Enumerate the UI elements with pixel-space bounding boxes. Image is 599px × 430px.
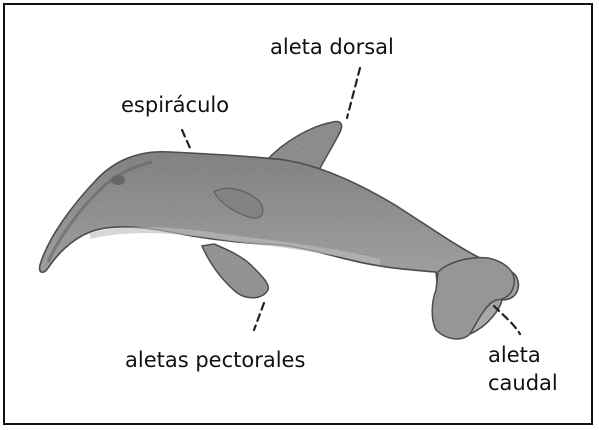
leader-line-espiraculo bbox=[182, 130, 190, 148]
leader-line-caudal bbox=[494, 306, 520, 334]
caudal-fin-shape bbox=[432, 258, 514, 339]
leader-line-dorsal bbox=[347, 68, 360, 118]
label-dorsal-fin: aleta dorsal bbox=[270, 35, 394, 59]
eye bbox=[111, 175, 125, 185]
pectoral-fin-shape bbox=[202, 244, 268, 298]
dolphin-body bbox=[40, 121, 519, 338]
label-blowhole: espiráculo bbox=[121, 93, 229, 117]
label-caudal-fin-line2: caudal bbox=[488, 371, 558, 395]
leader-line-pectorales bbox=[254, 303, 264, 330]
label-caudal-fin-line1: aleta bbox=[488, 343, 541, 367]
label-pectoral-fins: aletas pectorales bbox=[125, 348, 305, 372]
